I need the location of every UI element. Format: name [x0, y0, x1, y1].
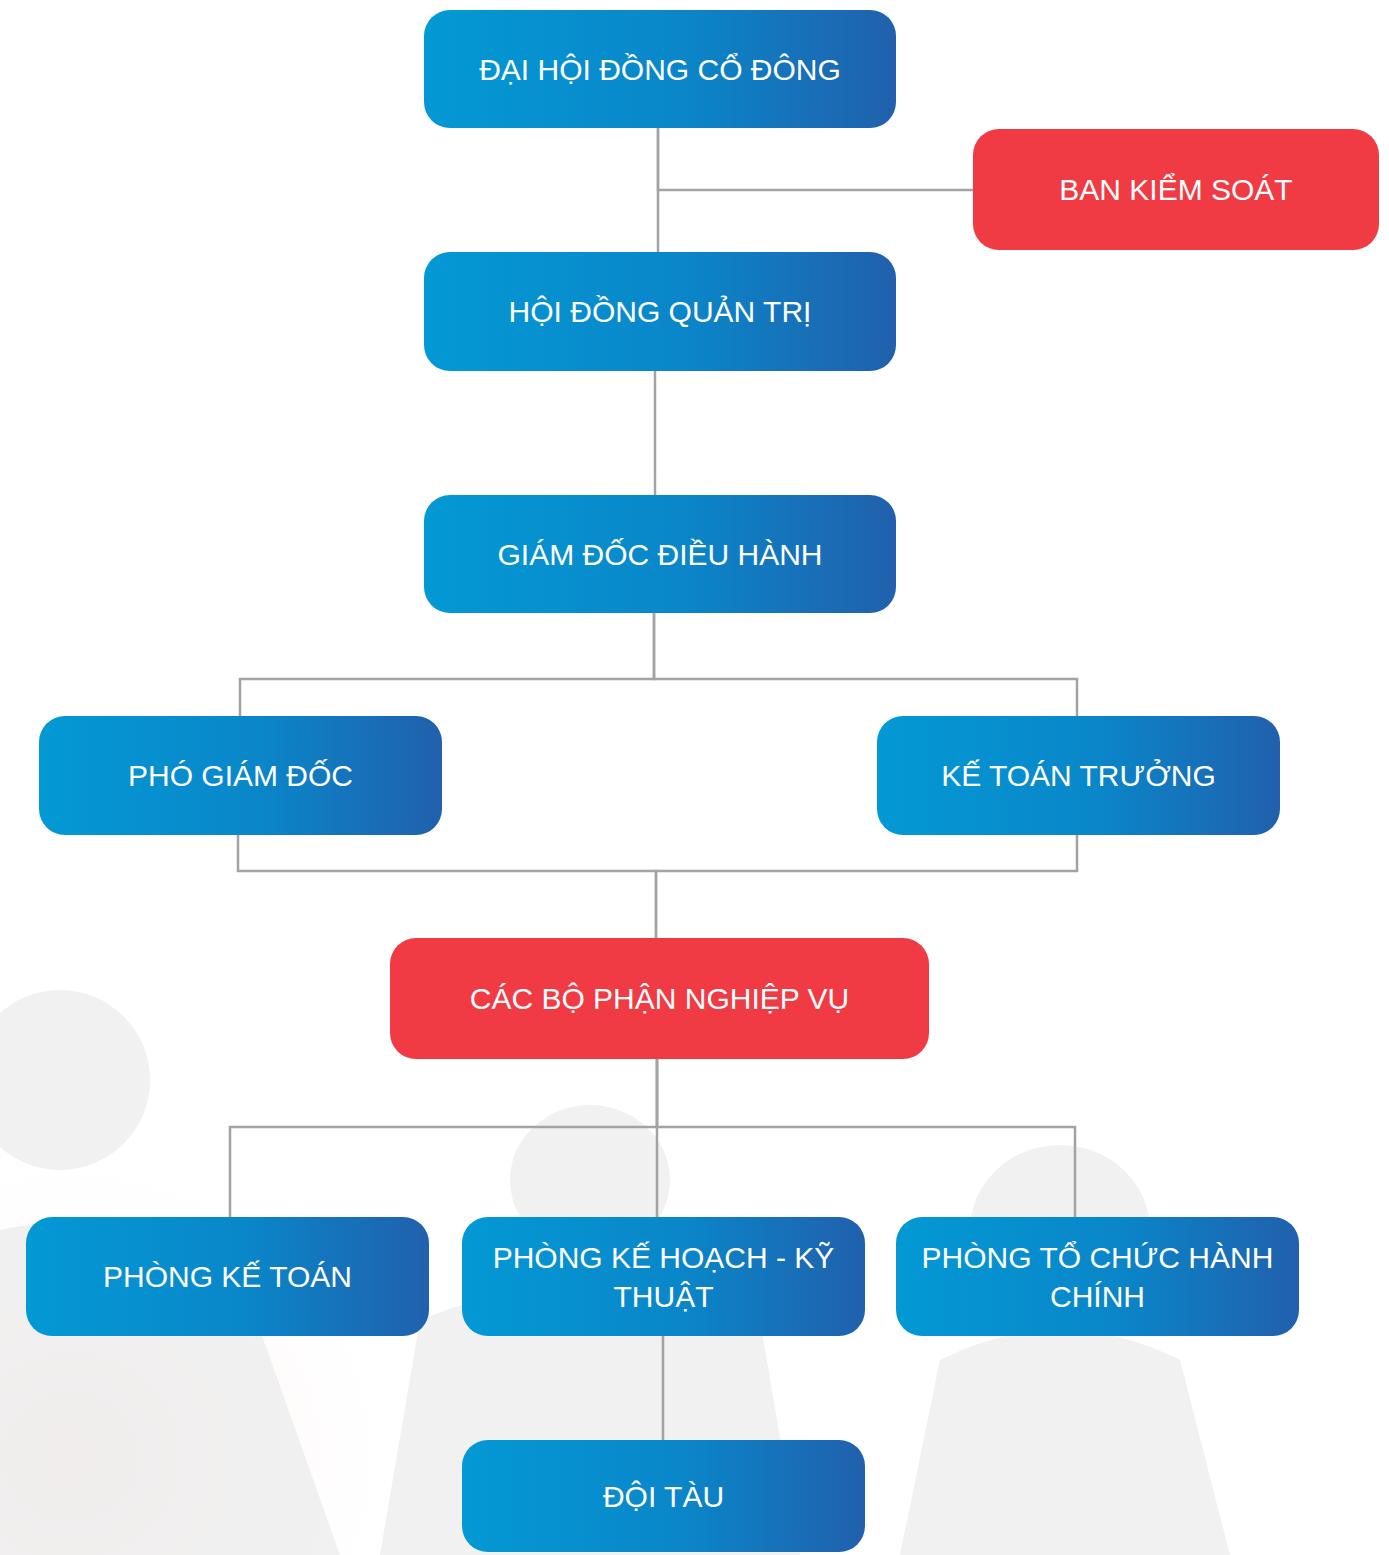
org-box: KẾ TOÁN TRƯỞNG: [877, 716, 1280, 835]
connector-line: [657, 1059, 1075, 1217]
connector-line: [238, 835, 656, 938]
connector-line: [658, 128, 973, 190]
text-stack: HỘI ĐỒNG QUẢN TRỊ: [509, 292, 812, 331]
box-label: HỘI ĐỒNG QUẢN TRỊ: [509, 292, 812, 331]
person-body: [900, 1330, 1230, 1555]
highlight-box: CÁC BỘ PHẬN NGHIỆP VỤ: [390, 938, 929, 1059]
text-stack: PHÒNG KẾ HOẠCH - KỸ THUẬT: [486, 1238, 841, 1316]
text-stack: CÁC BỘ PHẬN NGHIỆP VỤ: [470, 979, 850, 1018]
org-box: GIÁM ĐỐC ĐIỀU HÀNH: [424, 495, 896, 613]
box-label: PHÒNG KẾ HOẠCH - KỸ THUẬT: [486, 1238, 841, 1316]
text-stack: BAN KIỂM SOÁT: [1059, 170, 1292, 209]
connector-line: [654, 371, 657, 495]
org-box: HỘI ĐỒNG QUẢN TRỊ: [424, 252, 896, 371]
org-box: ĐỘI TÀU: [462, 1440, 865, 1552]
text-stack: GIÁM ĐỐC ĐIỀU HÀNH: [497, 535, 822, 574]
org-box: PHÒNG KẾ HOẠCH - KỸ THUẬT: [462, 1217, 865, 1336]
person-head: [0, 990, 150, 1170]
box-label: KẾ TOÁN TRƯỞNG: [941, 756, 1216, 795]
org-box: PHÒNG KẾ TOÁN: [26, 1217, 429, 1336]
box-label: PHÒNG TỔ CHỨC HÀNH CHÍNH: [920, 1238, 1275, 1316]
box-label: PHÒNG KẾ TOÁN: [103, 1257, 352, 1296]
org-box: PHÒNG TỔ CHỨC HÀNH CHÍNH: [896, 1217, 1299, 1336]
text-stack: ĐỘI TÀU: [603, 1477, 724, 1516]
highlight-box: BAN KIỂM SOÁT: [973, 129, 1379, 250]
text-stack: PHÒNG TỔ CHỨC HÀNH CHÍNH: [920, 1238, 1275, 1316]
connector-line: [654, 613, 1077, 716]
connector-line: [656, 835, 1077, 938]
text-stack: KẾ TOÁN TRƯỞNG: [941, 756, 1216, 795]
box-label: BAN KIỂM SOÁT: [1059, 170, 1292, 209]
box-label: PHÓ GIÁM ĐỐC: [128, 756, 353, 795]
box-label: GIÁM ĐỐC ĐIỀU HÀNH: [497, 535, 822, 574]
text-stack: ĐẠI HỘI ĐỒNG CỔ ĐÔNG: [479, 50, 841, 89]
org-box: ĐẠI HỘI ĐỒNG CỔ ĐÔNG: [424, 10, 896, 128]
connector-line: [240, 613, 654, 716]
connector-line: [230, 1059, 657, 1217]
box-label: ĐẠI HỘI ĐỒNG CỔ ĐÔNG: [479, 50, 841, 89]
text-stack: PHÒNG KẾ TOÁN: [103, 1257, 352, 1296]
box-label: ĐỘI TÀU: [603, 1477, 724, 1516]
box-label: CÁC BỘ PHẬN NGHIỆP VỤ: [470, 979, 850, 1018]
connector-line: [662, 1336, 665, 1440]
org-box: PHÓ GIÁM ĐỐC: [39, 716, 442, 835]
text-stack: PHÓ GIÁM ĐỐC: [128, 756, 353, 795]
